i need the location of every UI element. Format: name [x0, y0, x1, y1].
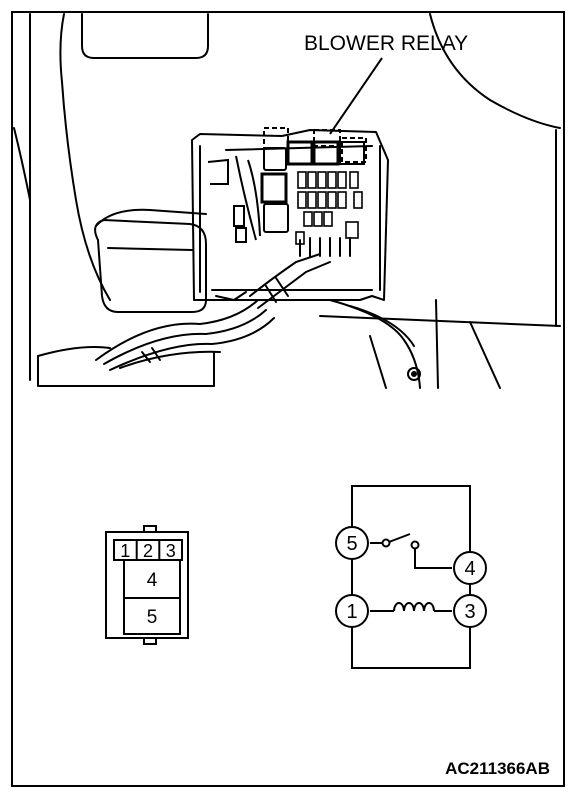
- terminal-1-label: 1: [346, 601, 357, 623]
- schematic-outline: [351, 485, 471, 669]
- terminal-3-label: 3: [464, 601, 475, 623]
- connector-pin-5: 5: [147, 607, 158, 628]
- relay-highlight-outlines: [263, 127, 367, 163]
- connector-pin-3: 3: [166, 541, 176, 561]
- connector-pin-2: 2: [143, 541, 153, 561]
- relay-schematic: [351, 485, 471, 669]
- relay-connector-face: [105, 525, 189, 645]
- terminal-3-circle: [453, 594, 487, 628]
- terminal-5-circle: [335, 526, 369, 560]
- connector-pin-4: 4: [147, 570, 158, 591]
- callout-leader: [329, 57, 383, 135]
- terminal-1-circle: [335, 594, 369, 628]
- fuse-box-interior: [207, 140, 365, 245]
- blower-relay-callout: BLOWER RELAY: [304, 32, 468, 55]
- terminal-5-label: 5: [346, 533, 357, 555]
- relay-coil: [393, 602, 435, 612]
- figure-id: AC211366AB: [445, 759, 550, 778]
- connector-pin-1: 1: [120, 541, 130, 561]
- wire-harness: [95, 237, 351, 371]
- figure-border: [11, 11, 565, 787]
- terminal-4-circle: [453, 551, 487, 585]
- schematic-terminals: [335, 526, 487, 628]
- terminal-4-label: 4: [464, 558, 475, 580]
- dashboard-illustration: [13, 13, 561, 389]
